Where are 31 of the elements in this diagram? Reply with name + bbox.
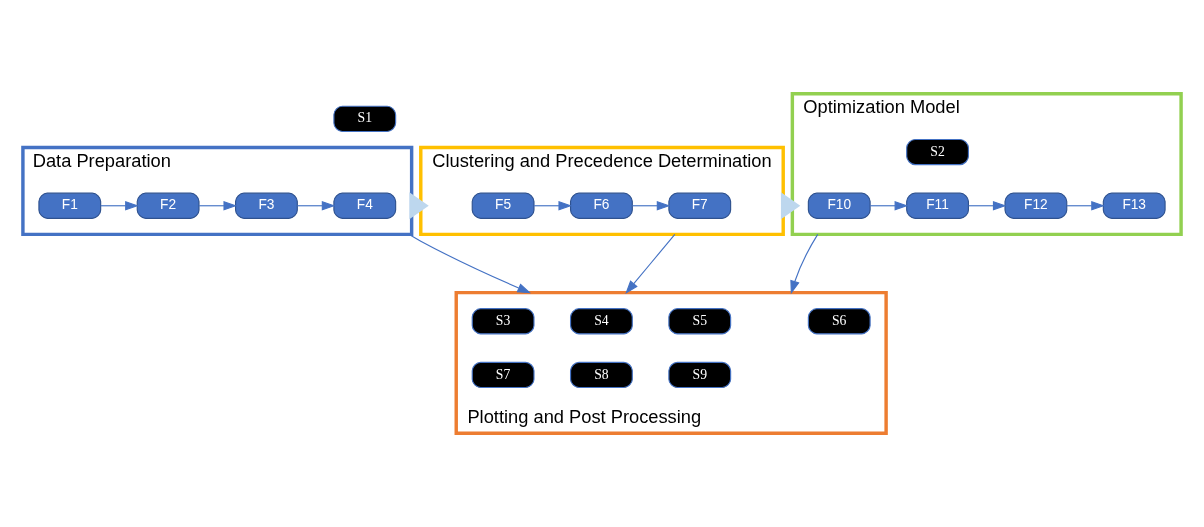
node-box: S9 [668, 361, 732, 389]
node-box: F13 [1102, 192, 1166, 219]
node-box: F4 [333, 192, 397, 219]
arrow [625, 233, 676, 294]
node-box: F7 [668, 192, 732, 219]
node-box: S2 [906, 138, 969, 166]
arrow [198, 200, 238, 211]
node-box: S4 [570, 308, 633, 335]
node-box: S1 [333, 105, 397, 132]
node-box: S8 [570, 361, 633, 389]
arrow [790, 233, 819, 295]
arrow [1066, 200, 1105, 211]
arrow [296, 200, 336, 211]
node-box: F10 [807, 192, 871, 219]
node-box: F6 [570, 192, 633, 219]
node-box: S5 [668, 308, 732, 335]
arrow [100, 200, 139, 211]
arrow [408, 233, 532, 294]
node-box: F11 [906, 192, 969, 219]
node-box: S7 [471, 361, 535, 389]
node-box: F1 [38, 192, 102, 219]
node-box: S3 [471, 308, 535, 335]
arrow [869, 200, 909, 211]
arrow [968, 200, 1007, 211]
node-box: F12 [1004, 192, 1068, 219]
node-box: S6 [807, 308, 871, 335]
node-box: F2 [136, 192, 200, 219]
arrow [533, 200, 573, 211]
arrow [631, 200, 671, 211]
node-box: F5 [471, 192, 535, 219]
node-box: F3 [235, 192, 298, 219]
